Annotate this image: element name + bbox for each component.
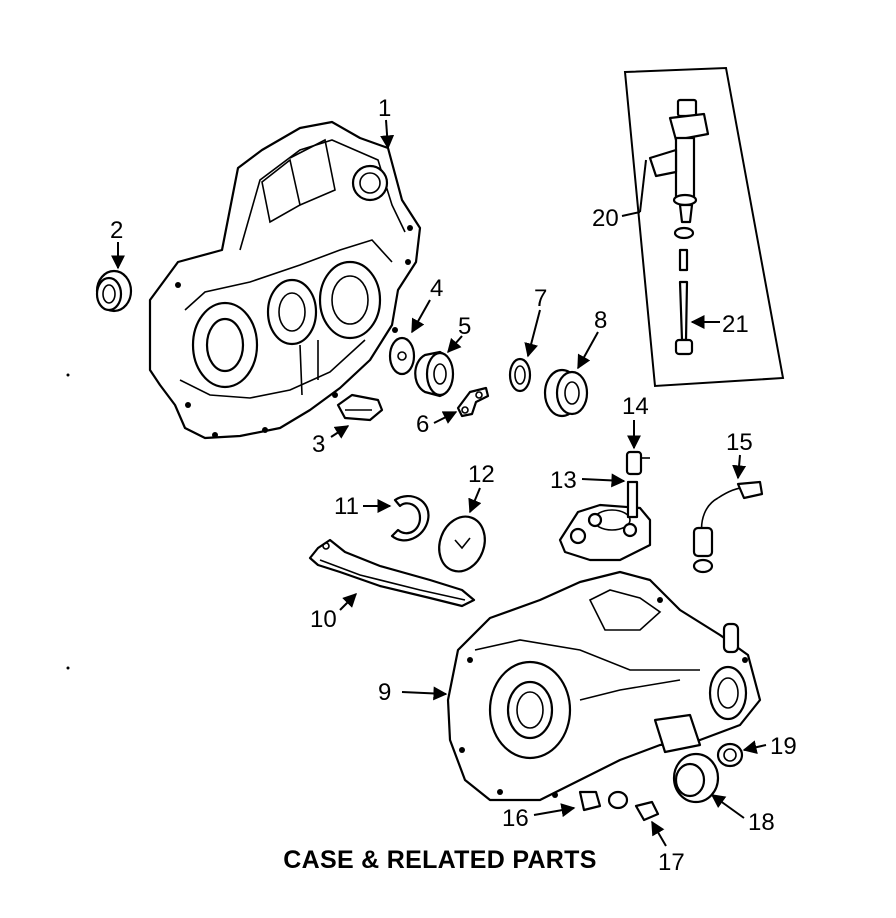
diagram-caption: CASE & RELATED PARTS [283,846,597,874]
callout-11: 11 [334,493,359,520]
speedometer-gear-20 [648,98,710,240]
callout-21: 21 [722,311,749,338]
seal-2 [95,269,133,313]
gasket-10 [308,538,476,608]
seal-18 [672,752,720,804]
switch-15 [692,480,764,574]
speedometer-shaft-21 [674,248,694,356]
callout-labels: 1 2 3 4 5 6 7 8 9 10 11 12 13 14 15 16 1… [110,95,797,876]
callout-9: 9 [378,679,391,706]
housing-13 [558,480,652,562]
callout-20: 20 [592,205,619,232]
callout-10: 10 [310,606,337,633]
washer-4 [388,336,416,376]
callout-8: 8 [594,307,607,334]
callout-17: 17 [658,849,685,876]
snap-ring-11 [390,494,430,542]
ring-7 [508,357,532,393]
callout-19: 19 [770,733,797,760]
bearing-8 [543,368,589,418]
seal-19 [716,742,744,768]
callout-7: 7 [534,285,547,312]
plug-16 [578,790,629,812]
callout-6: 6 [416,411,429,438]
plug-14 [625,450,650,476]
bracket-3 [336,393,384,422]
leader-lines [111,119,767,847]
transmission-case [446,570,762,802]
callout-1: 1 [378,95,391,122]
bearing-5 [414,350,455,398]
callout-3: 3 [312,431,325,458]
bolt-17 [634,800,660,822]
callout-12: 12 [468,461,495,488]
callout-4: 4 [430,275,443,302]
shim-12 [438,515,486,573]
clutch-housing [148,120,422,440]
callout-5: 5 [458,313,471,340]
callout-16: 16 [502,805,529,832]
callout-14: 14 [622,393,649,420]
clip-6 [456,386,490,418]
inset-box [623,66,785,388]
callout-18: 18 [748,809,775,836]
callout-15: 15 [726,429,753,456]
callout-2: 2 [110,217,123,244]
callout-13: 13 [550,467,577,494]
